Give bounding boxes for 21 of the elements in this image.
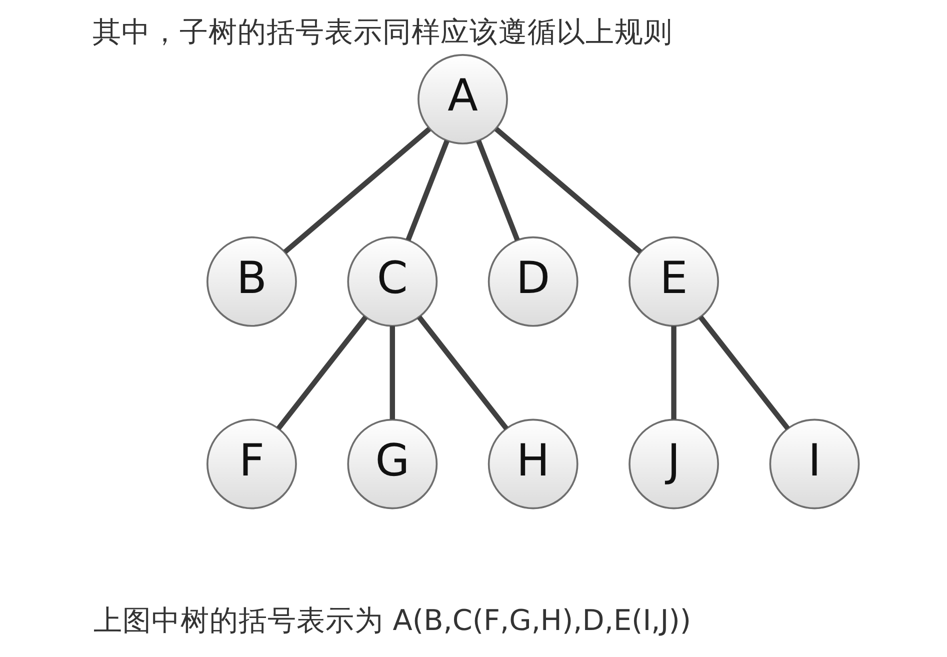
connector (476, 140, 520, 242)
node-circle: D (488, 236, 578, 327)
connector (276, 316, 368, 430)
node-circle: A (418, 54, 508, 144)
node-circle: I (769, 418, 860, 510)
connector (494, 127, 642, 254)
node-circle: G (347, 418, 438, 510)
diagram-title: 其中，子树的括号表示同样应该遵循以上规则 (92, 14, 673, 48)
connector (417, 316, 508, 430)
caption: 上图中树的括号表示为 A(B,C(F,G,H),D,E(I,J)) (94, 603, 692, 638)
node-circle: J (628, 418, 719, 510)
connector (671, 326, 676, 420)
node-circle: B (206, 236, 297, 327)
connector (406, 140, 450, 242)
node-circle: F (206, 418, 297, 510)
node-circle: E (628, 236, 719, 327)
node-circle: H (488, 418, 578, 510)
connector (283, 127, 431, 254)
connector (698, 316, 790, 430)
node-circle: C (347, 236, 438, 327)
connector (390, 326, 395, 420)
